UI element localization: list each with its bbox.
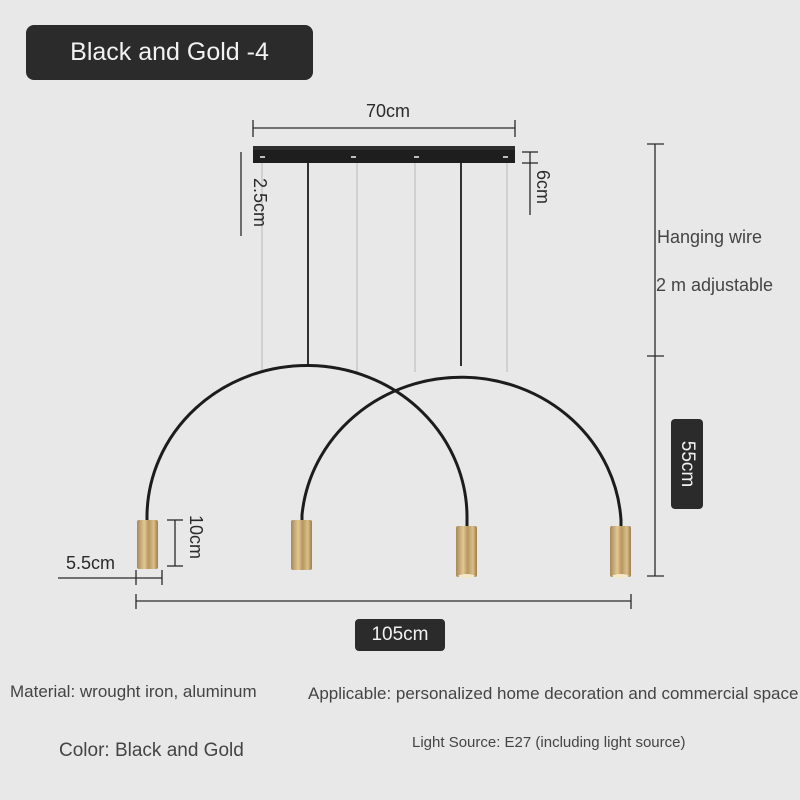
bar-width-label: 70cm [366,101,411,121]
shade-diameter-label: 5.5cm [66,553,116,573]
total-width-label: 105cm [371,624,429,645]
ceiling-bar [253,146,515,163]
wire-note-line2: 2 m adjustable [656,275,774,295]
spec-color: Color: Black and Gold [59,740,244,761]
shade-height-label: 10cm [186,515,206,560]
spec-light-source: Light Source: E27 (including light sourc… [412,734,686,751]
arc-height-badge: 55cm [671,419,703,509]
iron-arcs [145,364,623,527]
total-width-badge: 105cm [355,619,445,651]
gold-shades [137,520,631,578]
spec-applicable: Applicable: personalized home decoration… [308,684,799,703]
product-title: Black and Gold -4 [70,38,269,66]
bar-gap-label: 2.5cm [250,178,270,228]
bar-width-dimension [252,120,516,137]
arc-height-label: 55cm [677,440,698,488]
title-badge: Black and Gold -4 [26,25,313,80]
wire-note-line1: Hanging wire [657,227,763,247]
bar-height-label: 6cm [533,170,553,205]
hanging-wires [261,163,508,372]
spec-material: Material: wrought iron, aluminum [10,682,257,701]
